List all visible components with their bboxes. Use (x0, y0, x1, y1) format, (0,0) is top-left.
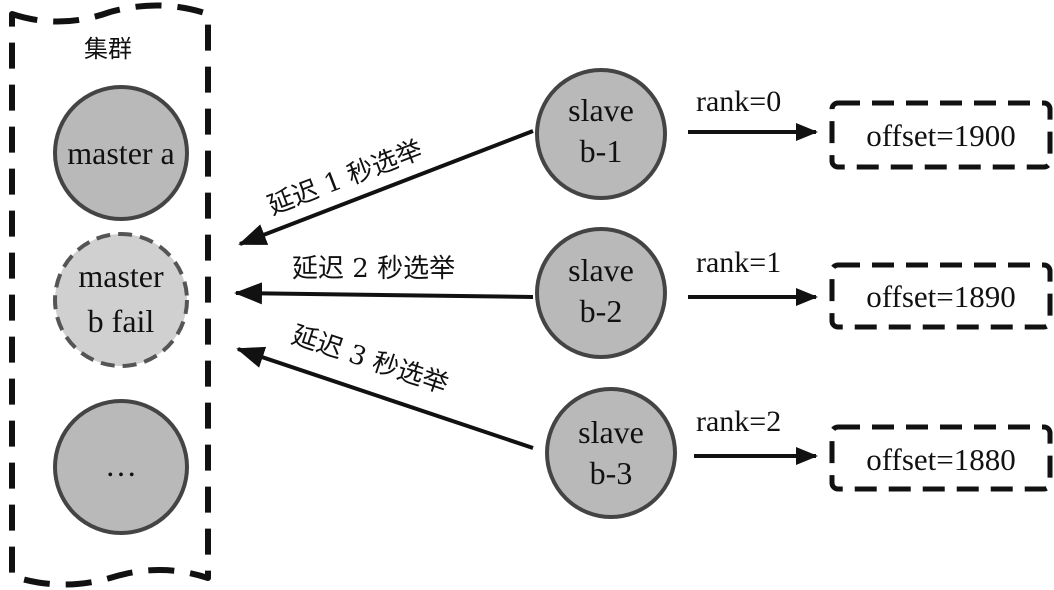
election-arrow-b2 (234, 282, 534, 305)
slave-node-b3-label-line2: b-3 (590, 455, 633, 491)
slave-node-b1-label-line2: b-1 (580, 133, 623, 169)
offset-box-b3-label: offset=1880 (866, 442, 1016, 477)
cluster-label: 集群 (84, 35, 132, 63)
delay-label-b3: 延迟 3 秒选举 (288, 320, 452, 400)
offset-box-b1-frame (829, 100, 1053, 170)
master-node-more-circle (53, 399, 189, 535)
offset-box-b2: offset=1890 (829, 262, 1053, 330)
slave-node-b1-label-line1: slave (568, 92, 634, 128)
slave-node-b2-label-line2: b-2 (580, 293, 623, 329)
slave-node-b3: slave b-3 (545, 387, 677, 519)
rank-label-b1: rank=0 (696, 85, 781, 118)
offset-box-b1: offset=1900 (829, 100, 1053, 170)
master-node-b-circle (53, 232, 189, 368)
master-node-b-label-line1: master (78, 258, 164, 294)
delay-label-b2: 延迟 2 秒选举 (292, 254, 455, 284)
slave-node-b2: slave b-2 (535, 227, 667, 359)
offset-box-b3-frame (829, 424, 1053, 492)
slave-node-b2-circle (535, 227, 667, 359)
master-node-more-label: … (105, 447, 137, 483)
offset-box-b2-label: offset=1890 (866, 279, 1016, 314)
cluster-boundary (9, 2, 211, 588)
offset-box-b3: offset=1880 (829, 424, 1053, 492)
master-node-a-label: master a (67, 135, 175, 171)
slave-node-b2-label-line1: slave (568, 252, 634, 288)
master-node-a-circle (53, 85, 189, 221)
slave-node-b3-label-line1: slave (578, 414, 644, 450)
slave-node-b3-circle (545, 387, 677, 519)
master-node-b-failed: master b fail (53, 232, 189, 368)
master-node-a: master a (53, 85, 189, 221)
slave-node-b1-circle (535, 68, 667, 200)
election-arrow-b3 (236, 346, 534, 450)
master-node-b-label-line2: b fail (88, 303, 155, 339)
rank-label-b2: rank=1 (696, 246, 781, 279)
rank-label-b3: rank=2 (696, 405, 781, 438)
delay-label-b1: 延迟 1 秒选举 (264, 135, 427, 221)
offset-box-b1-label: offset=1900 (866, 118, 1016, 153)
election-arrow-b1 (238, 129, 534, 246)
slave-node-b1: slave b-1 (535, 68, 667, 200)
offset-box-b2-frame (829, 262, 1053, 330)
master-node-more: … (53, 399, 189, 535)
